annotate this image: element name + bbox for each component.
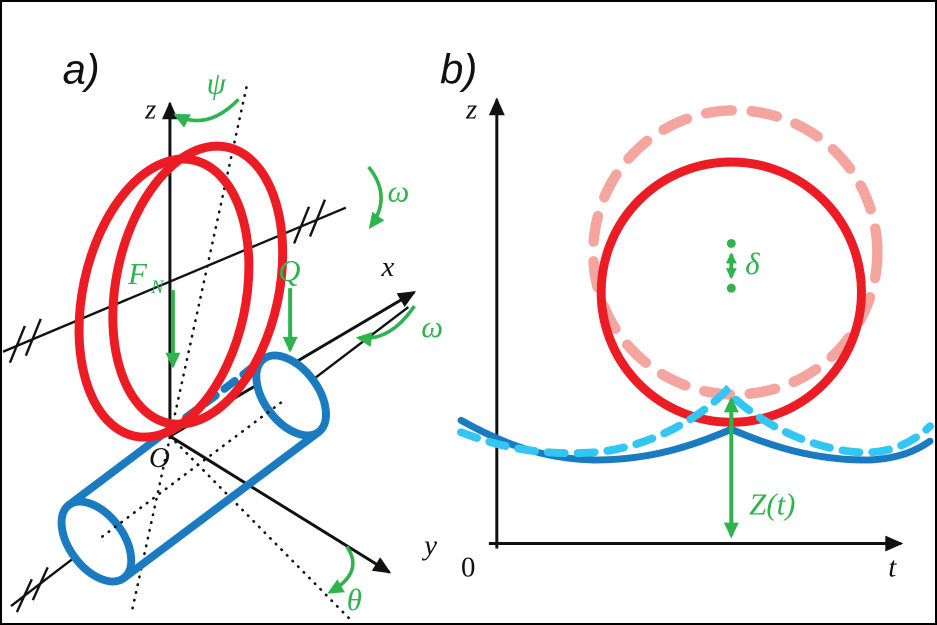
panel-a-label: a) [63,45,100,92]
cylinder-axis-dotted [101,398,287,538]
omega-cylinder-arrow [355,305,416,347]
wheel-axle-break-tick [8,325,26,364]
wheel-initial-dashed-circle [587,105,883,400]
cylinder-axle-line-left [10,556,76,608]
wheel-axle-break-tick [24,318,42,357]
delta-dot-top [726,238,736,248]
psi-label: ψ [207,66,227,100]
delta-dot-bottom [726,283,736,293]
t-axis-label: t [888,551,897,583]
wheel-axle-line [2,206,347,353]
wheel-front-rim [74,154,254,442]
load-label: Q [278,254,300,288]
omega-wheel-label: ω [388,175,410,209]
y-axis [169,434,392,574]
wheel-back-rim [108,141,288,429]
wheel-axle-break-tick [308,199,327,237]
cylinder-cap-left [57,497,136,586]
theta-label: θ [347,583,362,617]
delta-label: δ [745,247,760,281]
surface-wave-initial-dashed [457,384,935,458]
z-axis-label-b: z [465,93,477,125]
cylinder-cap-right [252,351,330,440]
cylinder-axle-break-tick [15,578,33,613]
z-of-t-label: Z(t) [749,488,795,522]
wheel-axle-break-tick [293,206,311,244]
cylinder-edge-lower [119,428,323,583]
psi-angle-arc [173,98,240,128]
panel-b: b) z t 0 δ Z(t) [440,45,935,583]
psi-reference-dotted-line [130,86,248,612]
origin-label-b: 0 [461,551,475,583]
cylinder-axle-break-tick [31,566,49,601]
y-axis-label: y [421,529,437,561]
x-axis-label: x [381,251,395,283]
omega-wheel-arrow [367,165,385,229]
theta-reference-dotted-line [168,434,353,622]
omega-cylinder-label: ω [421,310,443,344]
panel-b-label: b) [440,45,477,92]
theta-angle-arc [327,545,355,594]
z-axis-label-a: z [144,93,156,125]
origin-label-a: O [149,442,170,474]
cylinder-edge-upper [64,427,171,509]
